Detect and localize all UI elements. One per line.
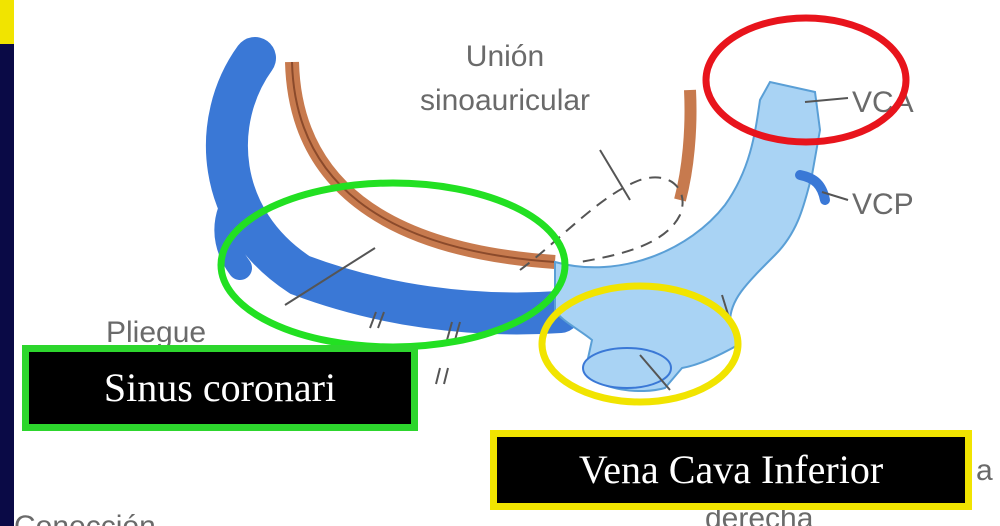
vena-cava-inferior-opening xyxy=(583,348,671,388)
label-union-line1: Unión xyxy=(466,40,544,73)
label-fragment-right: a xyxy=(976,454,993,487)
label-union-line2: sinoauricular xyxy=(420,84,590,117)
annotation-sinus-text: Sinus coronari xyxy=(104,368,336,408)
annotation-vena-cava-inferior: Vena Cava Inferior xyxy=(490,430,972,510)
annotation-vena-text: Vena Cava Inferior xyxy=(579,450,883,490)
annotation-sinus-coronari: Sinus coronari xyxy=(22,345,418,431)
label-vcp: VCP xyxy=(852,188,914,221)
label-fragment-bottom-left: Conección xyxy=(14,510,156,526)
